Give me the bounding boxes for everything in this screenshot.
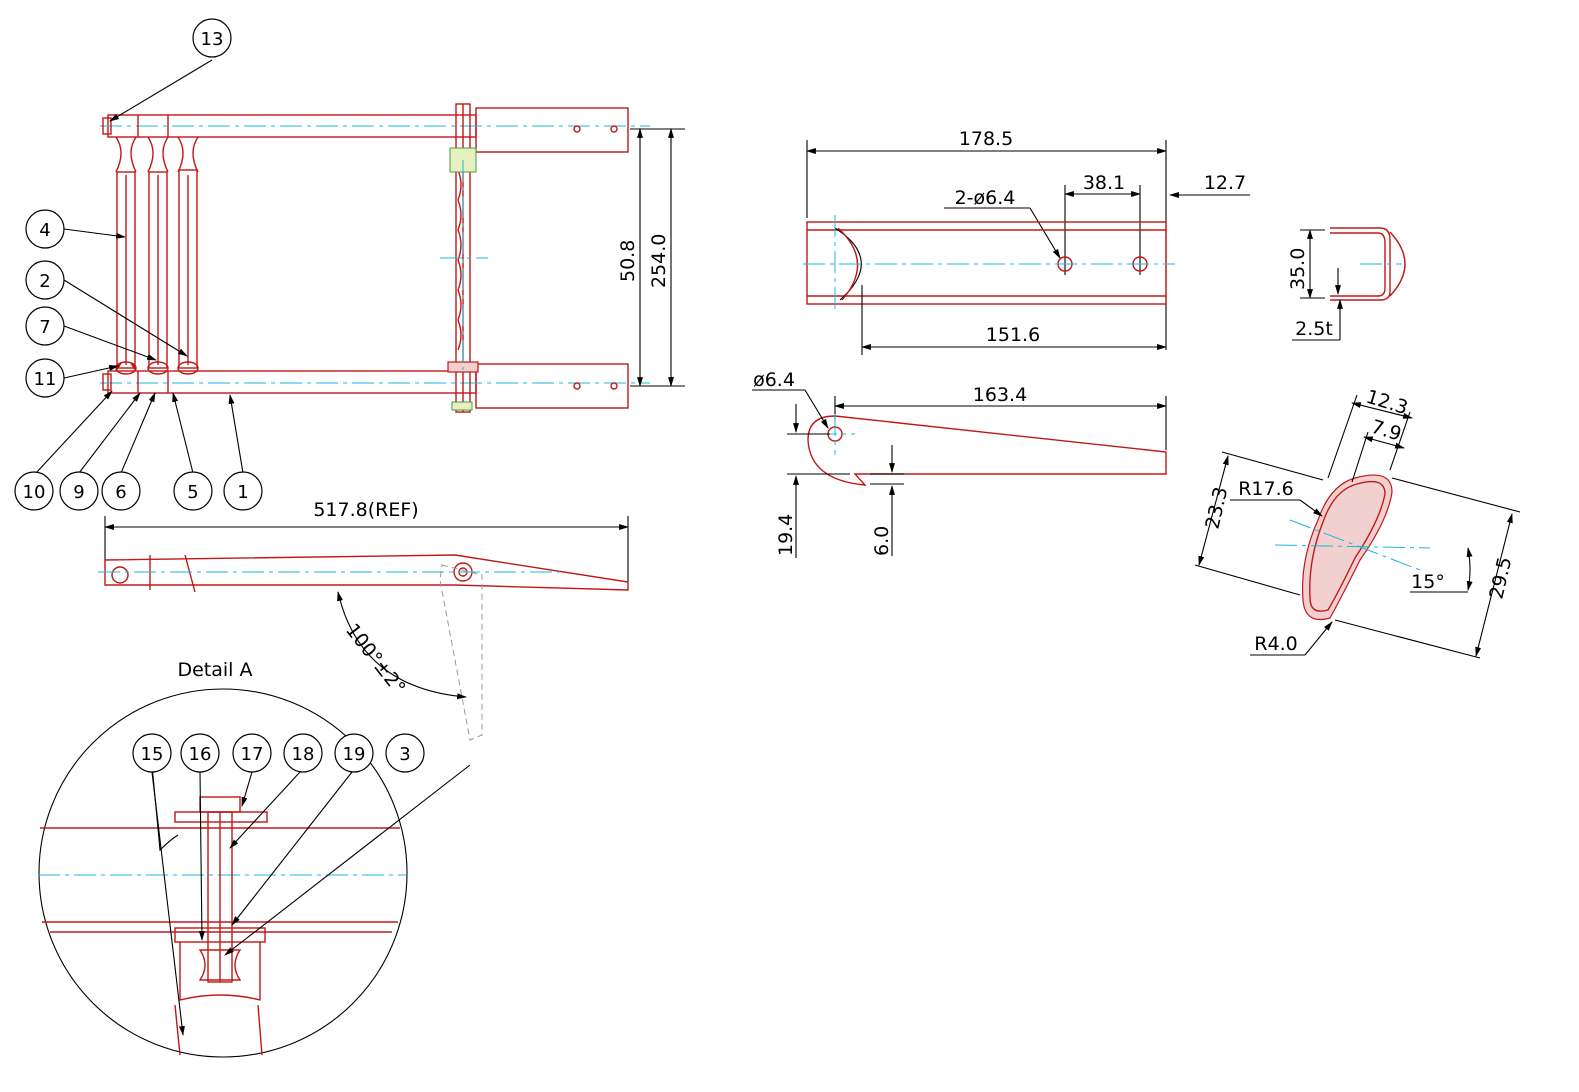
dim-arm-length: 163.4: [973, 384, 1027, 406]
dim-slot-length: 151.6: [986, 324, 1040, 346]
dim-thickness: 2.5t: [1295, 318, 1333, 340]
dim-arm-tip: 6.0: [871, 526, 893, 556]
top-view-balloons: 13 4 2 7 11 10 9 6 5 1: [14, 18, 263, 511]
dim-holes: 2-ø6.4: [955, 187, 1016, 209]
channel-view: 178.5 38.1 12.7 2-ø6.4 151.6: [803, 128, 1250, 355]
dim-channel-height: 35.0: [1287, 248, 1309, 290]
balloon-18: 18: [292, 744, 315, 765]
balloon-15: 15: [141, 744, 164, 765]
dim-height-overall: 254.0: [648, 234, 670, 288]
dim-angle: 100°±2°: [341, 620, 410, 699]
channel-section: 35.0 2.5t: [1287, 227, 1406, 341]
balloon-2: 2: [39, 271, 50, 292]
detail-a-balloons: 15 16 17 18 19 3: [132, 733, 471, 1036]
arm-view: 163.4 ø6.4 19.4 6.0: [752, 369, 1167, 558]
top-view-dimensions: 50.8 254.0: [617, 128, 685, 387]
dim-pivot-hole: ø6.4: [753, 369, 795, 391]
balloon-5: 5: [187, 482, 198, 503]
dim-prof-radius-small: R4.0: [1254, 633, 1297, 655]
dim-rail-length: 178.5: [959, 128, 1013, 150]
detail-a: Detail A: [38, 659, 408, 1058]
balloon-6: 6: [115, 482, 126, 503]
balloon-7: 7: [39, 317, 50, 338]
detail-a-title: Detail A: [177, 659, 252, 681]
dim-height-inner: 50.8: [617, 240, 639, 282]
balloon-1: 1: [237, 482, 248, 503]
dim-arm-height: 19.4: [775, 514, 797, 556]
rung-profile: 12.3 7.9 23.3 R17.6 29.5 15° R4.0: [1194, 386, 1521, 659]
balloon-10: 10: [23, 482, 46, 503]
balloon-3: 3: [399, 744, 410, 765]
ladder-side-view: 517.8(REF) 100°±2°: [98, 499, 629, 741]
dim-length-ref: 517.8(REF): [313, 499, 418, 521]
dim-end-offset: 12.7: [1204, 172, 1246, 194]
balloon-11: 11: [34, 369, 57, 390]
balloon-17: 17: [241, 744, 264, 765]
dim-prof-angle: 15°: [1411, 571, 1445, 593]
ladder-top-view: [100, 103, 650, 413]
dim-prof-depth: 29.5: [1485, 555, 1516, 601]
balloon-19: 19: [343, 744, 366, 765]
balloon-4: 4: [39, 220, 50, 241]
balloon-13: 13: [201, 29, 224, 50]
balloon-9: 9: [73, 482, 84, 503]
dim-prof-inner: 7.9: [1369, 416, 1404, 446]
dim-prof-radius-large: R17.6: [1238, 478, 1294, 500]
dim-hole-spacing: 38.1: [1083, 172, 1125, 194]
balloon-16: 16: [189, 744, 212, 765]
dim-prof-width: 12.3: [1364, 386, 1411, 419]
dim-prof-height: 23.3: [1201, 485, 1232, 531]
